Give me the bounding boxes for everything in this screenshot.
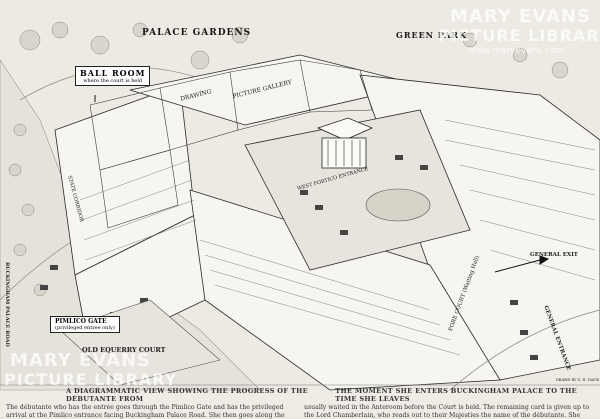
watermark-bottom-line1: MARY EVANS	[10, 350, 151, 371]
watermark-top-line2: PICTURE LIBRARY	[438, 26, 600, 45]
ball-room-label-box: BALL ROOM where the court is held	[75, 66, 151, 86]
general-exit-label: GENERAL EXIT	[530, 252, 578, 258]
watermark-bottom-line2: PICTURE LIBRARY	[4, 370, 178, 389]
watermark-top-url: www.maryevans.com	[468, 46, 565, 56]
green-park-label: GREEN PARK	[396, 30, 468, 40]
ball-room-sublabel: where the court is held	[83, 78, 143, 84]
caption-title-right: THE MOMENT SHE ENTERS BUCKINGHAM PALACE …	[335, 387, 577, 403]
buckingham-palace-road-label: BUCKINGHAM PALACE ROAD	[4, 262, 10, 347]
pimlico-gate-label-box: PIMLICO GATE (privileged entree only)	[50, 316, 120, 333]
old-equerry-court-label: OLD EQUERRY COURT	[82, 346, 166, 354]
ball-room-label: BALL ROOM	[80, 68, 146, 78]
palace-gardens-label: PALACE GARDENS	[142, 28, 252, 38]
caption-title-left: A DIAGRAMMATIC VIEW SHOWING THE PROGRESS…	[66, 387, 308, 403]
caption-text-right: usually waited in the Anteroom before th…	[304, 404, 590, 419]
caption-block: A DIAGRAMMATIC VIEW SHOWING THE PROGRESS…	[6, 387, 594, 419]
artist-credit: DRAWN BY G. H. DAVIS	[556, 378, 600, 382]
pimlico-gate-sublabel: (privileged entree only)	[55, 325, 115, 331]
caption-text-left: The débutante who has the entrée goes th…	[6, 404, 285, 419]
pimlico-gate-label: PIMLICO GATE	[55, 318, 107, 325]
watermark-top-line1: MARY EVANS	[450, 6, 591, 27]
